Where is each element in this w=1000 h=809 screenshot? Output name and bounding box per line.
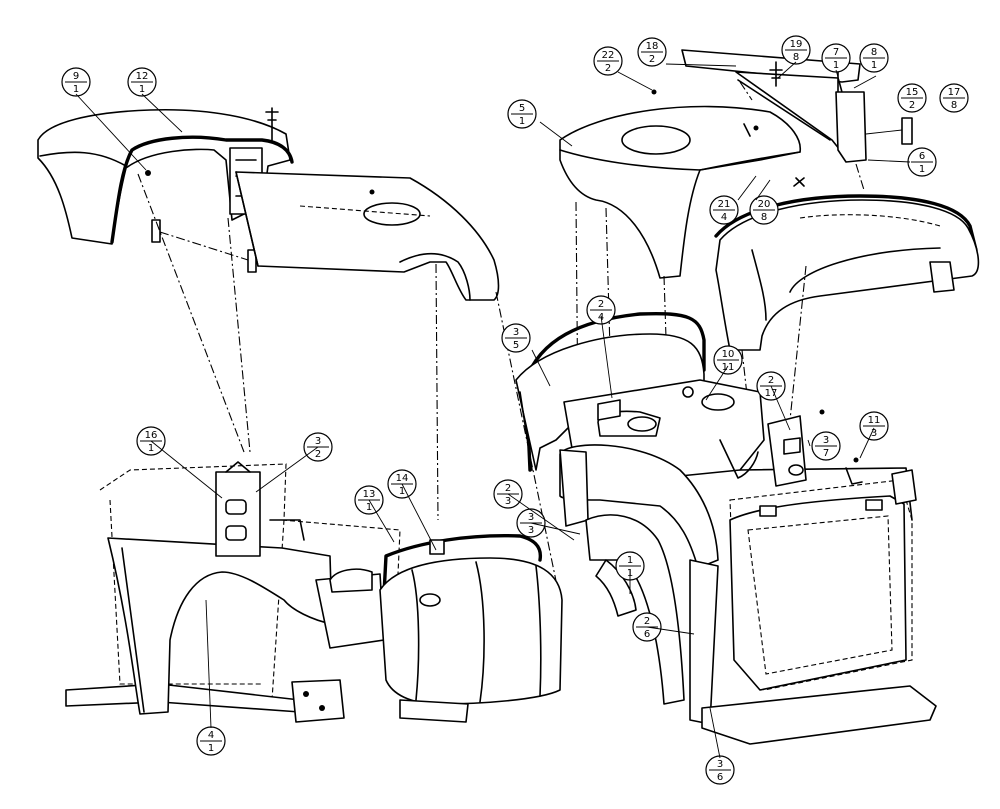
callout-quantity: 5: [513, 340, 519, 351]
callout-balloon: 24: [586, 295, 616, 325]
callout-part-number: 8: [871, 47, 877, 58]
callout-quantity: 1: [73, 84, 79, 95]
callout-balloon: 141: [387, 469, 417, 499]
callout-quantity: 2: [649, 54, 655, 65]
callout-quantity: 8: [951, 100, 957, 111]
callout-balloon: 113: [859, 411, 889, 441]
callout-quantity: 2: [315, 449, 321, 460]
callout-part-number: 7: [833, 47, 839, 58]
callout-part-number: 22: [602, 50, 615, 61]
callout-part-number: 13: [363, 489, 376, 500]
callout-quantity: 8: [761, 212, 767, 223]
callout-part-number: 10: [722, 349, 735, 360]
callout-balloon: 36: [705, 755, 735, 785]
callout-quantity: 4: [721, 212, 727, 223]
callout-part-number: 1: [627, 555, 633, 566]
callout-quantity: 1: [139, 84, 145, 95]
callout-part-number: 12: [136, 71, 149, 82]
callout-quantity: 3: [528, 525, 534, 536]
left-tank-cover-panel: [235, 171, 500, 301]
clip-bracket-left-a: [151, 219, 161, 243]
callout-part-number: 3: [823, 435, 829, 446]
callout-balloon: 41: [196, 726, 226, 756]
callout-quantity: 11: [722, 362, 735, 373]
callout-part-number: 4: [208, 730, 214, 741]
callout-balloon: 91: [61, 67, 91, 97]
callout-quantity: 1: [366, 502, 372, 513]
right-front-hood: [714, 194, 980, 351]
clip-bracket-left-b: [247, 249, 257, 273]
callout-quantity: 6: [717, 772, 723, 783]
callout-part-number: 3: [513, 327, 519, 338]
callout-balloon: 178: [939, 83, 969, 113]
callout-part-number: 15: [906, 87, 919, 98]
callout-balloon: 152: [897, 83, 927, 113]
callout-balloon: 61: [907, 147, 937, 177]
callout-balloon: 214: [709, 195, 739, 225]
callout-quantity: 6: [644, 629, 650, 640]
callout-part-number: 21: [718, 199, 731, 210]
callout-part-number: 16: [145, 430, 158, 441]
callout-balloon: 198: [781, 35, 811, 65]
right-top-panel: [559, 89, 801, 279]
right-frame-assembly: [515, 311, 937, 745]
leader-lines: [75, 61, 911, 759]
callout-part-number: 2: [598, 299, 604, 310]
callout-quantity: 8: [793, 52, 799, 63]
callout-quantity: 1: [399, 486, 405, 497]
callout-quantity: 1: [919, 164, 925, 175]
callout-part-number: 19: [790, 39, 803, 50]
callout-quantity: 17: [765, 388, 778, 399]
callout-part-number: 17: [948, 87, 961, 98]
callout-quantity: 3: [505, 496, 511, 507]
callout-balloon: 222: [593, 46, 623, 76]
callout-balloon: 121: [127, 67, 157, 97]
callout-part-number: 18: [646, 41, 659, 52]
left-frame-assembly: [65, 461, 401, 715]
callout-part-number: 3: [528, 512, 534, 523]
callout-balloon: 35: [501, 323, 531, 353]
callout-part-number: 2: [505, 483, 511, 494]
callout-part-number: 11: [868, 415, 881, 426]
callout-quantity: 2: [605, 63, 611, 74]
callout-quantity: 7: [823, 448, 829, 459]
callout-balloon: 51: [507, 99, 537, 129]
callout-quantity: 2: [909, 100, 915, 111]
callout-quantity: 1: [208, 743, 214, 754]
callout-quantity: 1: [519, 116, 525, 127]
callout-part-number: 5: [519, 103, 525, 114]
right-trim-strip: [681, 49, 913, 163]
callout-part-number: 3: [315, 436, 321, 447]
left-fuel-tank: [291, 534, 563, 723]
callout-part-number: 6: [919, 151, 925, 162]
callout-part-number: 2: [644, 616, 650, 627]
callout-quantity: 1: [871, 60, 877, 71]
callout-quantity: 1: [833, 60, 839, 71]
callout-balloon: 37: [811, 431, 841, 461]
callout-part-number: 9: [73, 71, 79, 82]
callout-balloon: 182: [637, 37, 667, 67]
callout-quantity: 1: [148, 443, 154, 454]
callout-balloon: 208: [749, 195, 779, 225]
callout-part-number: 3: [717, 759, 723, 770]
right-hardware-fasteners: [753, 125, 859, 463]
callout-part-number: 2: [768, 375, 774, 386]
callout-quantity: 3: [871, 428, 877, 439]
callout-part-number: 14: [396, 473, 409, 484]
callout-balloon: 81: [859, 43, 889, 73]
callout-balloon: 71: [821, 43, 851, 73]
callout-part-number: 20: [758, 199, 771, 210]
